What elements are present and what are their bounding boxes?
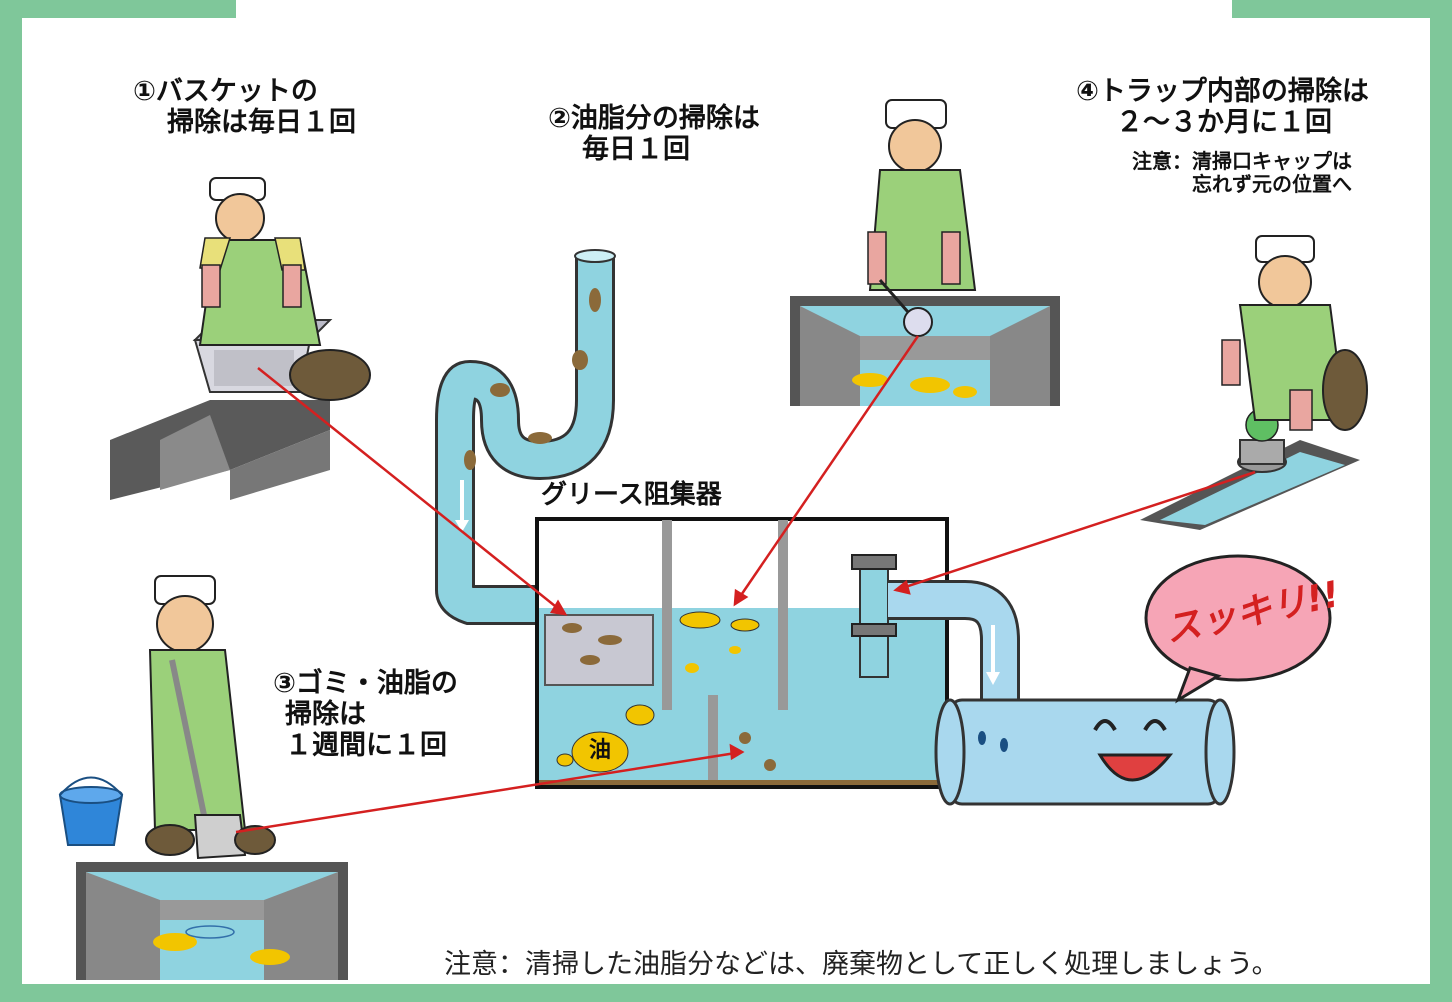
step4-note: 注意：清掃口キャップは 忘れず元の位置へ xyxy=(1132,150,1352,196)
step4-line1: ④トラップ内部の掃除は xyxy=(1076,76,1369,107)
step4-line2: ２〜３か月に１回 xyxy=(1116,107,1332,139)
oil-label: 油 xyxy=(589,738,612,763)
step1-line1: ①バスケットの xyxy=(133,76,318,107)
basket-pit xyxy=(110,400,330,500)
worker-1 xyxy=(198,177,371,401)
worker-2 xyxy=(867,99,977,337)
step2-line2: 毎日１回 xyxy=(582,134,690,166)
step3-label: ③ゴミ・油脂の 掃除は １週間に１回 xyxy=(273,668,458,761)
outlet-pipe xyxy=(888,580,1236,806)
smiling-pipe-face-icon xyxy=(1093,719,1174,782)
worker-3 xyxy=(145,575,276,860)
waste-pit xyxy=(76,862,348,980)
speech-bubble xyxy=(1144,554,1332,704)
step1-label: ①バスケットの 掃除は毎日１回 xyxy=(133,76,356,138)
worker-4 xyxy=(1221,235,1368,431)
step3-line2: 掃除は xyxy=(285,699,366,731)
step2-line1: ②油脂分の掃除は xyxy=(548,103,760,134)
footer-note: 注意：清掃した油脂分などは、廃棄物として正しく処理しましょう。 xyxy=(444,949,1279,980)
step3-line1: ③ゴミ・油脂の xyxy=(273,668,458,699)
trap-cleaning-pit xyxy=(1140,408,1360,530)
step4-note-line1: 注意：清掃口キャップは xyxy=(1132,149,1352,173)
step4-label: ④トラップ内部の掃除は ２〜３か月に１回 xyxy=(1076,76,1369,138)
bucket-icon xyxy=(58,776,124,846)
step1-line2: 掃除は毎日１回 xyxy=(167,107,356,139)
step4-note-line2: 忘れず元の位置へ xyxy=(1192,172,1352,196)
pointer-arrows xyxy=(235,335,1256,834)
step3-line3: １週間に１回 xyxy=(285,730,447,762)
step2-label: ②油脂分の掃除は 毎日１回 xyxy=(548,103,760,165)
inlet-pipe xyxy=(435,249,616,625)
trap-name-label: グリース阻集器 xyxy=(541,480,722,510)
grease-trap-tank xyxy=(535,517,949,789)
